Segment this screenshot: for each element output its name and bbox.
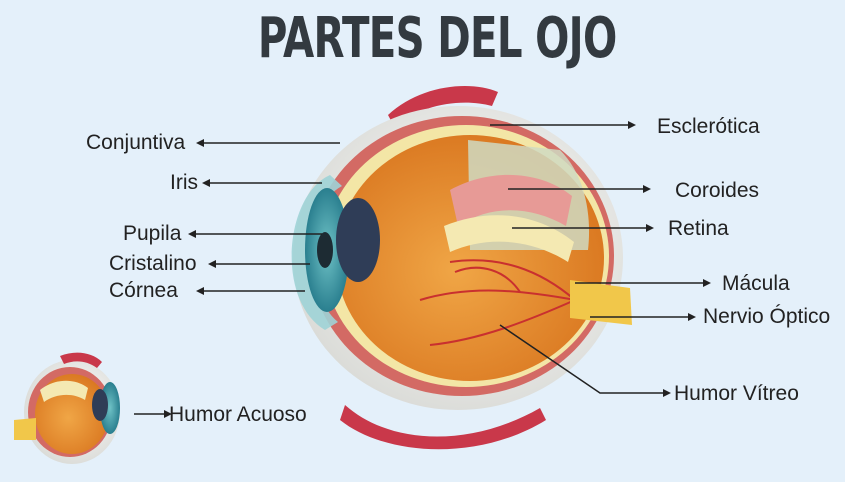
label-cristalino: Cristalino — [109, 252, 197, 276]
optic-nerve — [570, 280, 632, 325]
lens-shape — [336, 198, 380, 282]
label-esclerotica: Esclerótica — [657, 115, 760, 139]
label-coroides: Coroides — [675, 179, 759, 203]
pupil-shape — [317, 232, 333, 268]
label-retina: Retina — [668, 217, 729, 241]
label-macula: Mácula — [722, 272, 790, 296]
label-humor-acuoso: Humor Acuoso — [169, 403, 307, 427]
label-cornea: Córnea — [109, 279, 178, 303]
label-nervio-optico: Nervio Óptico — [703, 305, 830, 329]
eyeball-small — [14, 353, 120, 464]
eyeball-main — [292, 106, 632, 410]
label-humor-vitreo: Humor Vítreo — [674, 382, 799, 406]
label-pupila: Pupila — [123, 222, 181, 246]
label-iris: Iris — [170, 171, 198, 195]
eye-muscle-bottom — [340, 405, 546, 449]
label-conjuntiva: Conjuntiva — [86, 131, 185, 155]
